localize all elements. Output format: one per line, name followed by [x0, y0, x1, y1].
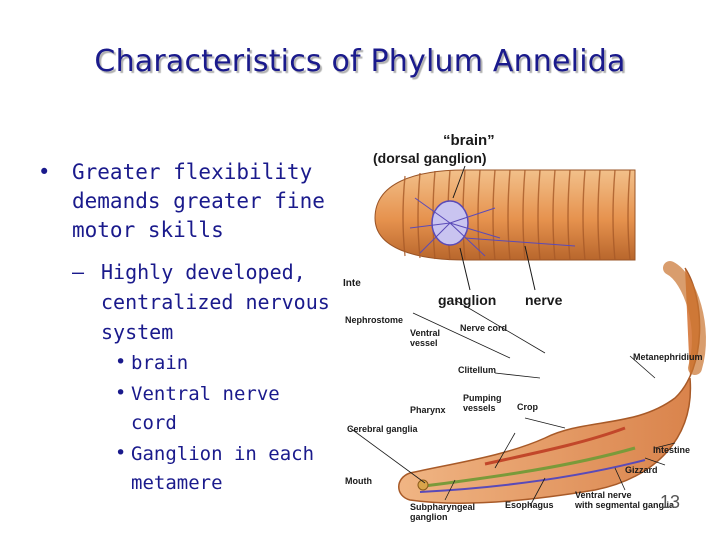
bullet-dot-icon: • — [115, 442, 127, 464]
label-ventral-vessel-2: vessel — [410, 338, 438, 348]
label-esophagus: Esophagus — [505, 500, 554, 510]
label-pumping-vessels-1: Pumping — [463, 393, 502, 403]
label-ventral-vessel-1: Ventral — [410, 328, 440, 338]
lower-worm-illustration — [349, 261, 706, 507]
bullet-level1: • Greater flexibility demands greater fi… — [30, 158, 330, 245]
label-crop: Crop — [517, 402, 538, 412]
earthworm-figure: “brain” (dorsal ganglion) ganglion nerve… — [343, 132, 706, 522]
bullet-text: brain — [131, 352, 189, 374]
label-inte: Inte — [343, 278, 361, 289]
bullet-dot-icon: • — [115, 382, 127, 404]
label-intestine: Intestine — [653, 445, 690, 455]
bullet-level3: • brain — [30, 349, 330, 378]
label-ventral-nerve-2: with segmental ganglia — [574, 500, 675, 510]
label-subpharyngeal-1: Subpharyngeal — [410, 502, 475, 512]
label-gizzard: Gizzard — [625, 465, 658, 475]
slide-title: Characteristics of Phylum Annelida — [94, 44, 626, 79]
label-metanephridium: Metanephridium — [633, 352, 703, 362]
bullet-level2: – Highly developed, centralized nervous … — [30, 257, 330, 347]
bullet-text: Ventral nerve cord — [131, 383, 280, 434]
label-pharynx: Pharynx — [410, 405, 446, 415]
bullet-dash-icon: – — [72, 260, 85, 284]
bullet-dot-icon: • — [38, 160, 51, 184]
label-nephrostome: Nephrostome — [345, 315, 403, 325]
label-cerebral-ganglia: Cerebral ganglia — [347, 424, 419, 434]
label-subpharyngeal-2: ganglion — [410, 512, 448, 522]
label-mouth: Mouth — [345, 476, 372, 486]
bullet-list: • Greater flexibility demands greater fi… — [30, 158, 330, 498]
label-nerve-cord: Nerve cord — [460, 323, 507, 333]
bullet-level3: • Ganglion in each metamere — [30, 440, 330, 498]
label-pumping-vessels-2: vessels — [463, 403, 496, 413]
label-dorsal-ganglion: (dorsal ganglion) — [373, 150, 487, 166]
bullet-text: Greater flexibility demands greater fine… — [72, 160, 325, 242]
label-ganglion: ganglion — [438, 292, 496, 308]
label-nerve: nerve — [525, 292, 563, 308]
bullet-dot-icon: • — [115, 351, 127, 373]
label-clitellum: Clitellum — [458, 365, 496, 375]
bullet-level3: • Ventral nerve cord — [30, 380, 330, 438]
bullet-text: Ganglion in each metamere — [131, 443, 315, 494]
label-ventral-nerve-1: Ventral nerve — [575, 490, 632, 500]
page-number: 13 — [660, 492, 681, 512]
upper-worm-illustration — [374, 165, 636, 291]
bullet-text: Highly developed, centralized nervous sy… — [101, 260, 330, 344]
label-brain: “brain” — [443, 132, 495, 149]
